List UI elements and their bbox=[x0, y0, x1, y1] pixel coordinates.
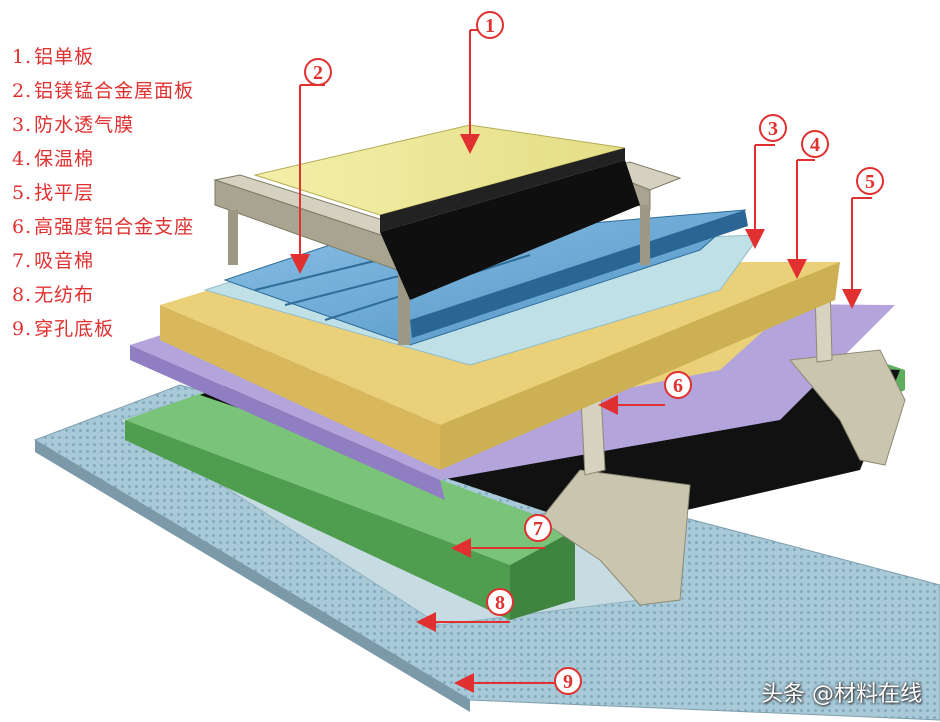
legend-item: 3.防水透气膜 bbox=[12, 114, 135, 136]
layer-aluminum-panel bbox=[253, 124, 640, 300]
legend-item: 9.穿孔底板 bbox=[12, 318, 115, 340]
legend-item: 5.找平层 bbox=[12, 182, 95, 204]
watermark: 头条 @材料在线 bbox=[761, 682, 922, 707]
callout-badge-icon bbox=[476, 11, 504, 39]
legend-item: 4.保温棉 bbox=[12, 148, 95, 170]
layer-legend: 1.铝单板 2.铝镁锰合金屋面板 3.防水透气膜 4.保温棉 5.找平层 6.高… bbox=[12, 40, 194, 346]
legend-item: 8.无纺布 bbox=[12, 284, 95, 306]
callout-8: 8 bbox=[495, 592, 505, 614]
callout-3: 3 bbox=[768, 118, 778, 140]
legend-item: 6.高强度铝合金支座 bbox=[12, 216, 195, 238]
layer-supports bbox=[539, 284, 906, 606]
legend-item: 7.吸音棉 bbox=[12, 250, 95, 272]
callout-2: 2 bbox=[313, 62, 323, 84]
callout-7: 7 bbox=[533, 518, 543, 540]
callout-4: 4 bbox=[810, 134, 820, 156]
callouts: 1 2 3 4 5 6 7 8 9 bbox=[290, 11, 884, 695]
legend-item: 2.铝镁锰合金屋面板 bbox=[12, 80, 195, 102]
callout-6: 6 bbox=[673, 375, 683, 397]
legend-item: 1.铝单板 bbox=[12, 46, 95, 68]
callout-1: 1 bbox=[485, 15, 495, 37]
callout-5: 5 bbox=[865, 171, 875, 193]
callout-9: 9 bbox=[563, 671, 573, 693]
